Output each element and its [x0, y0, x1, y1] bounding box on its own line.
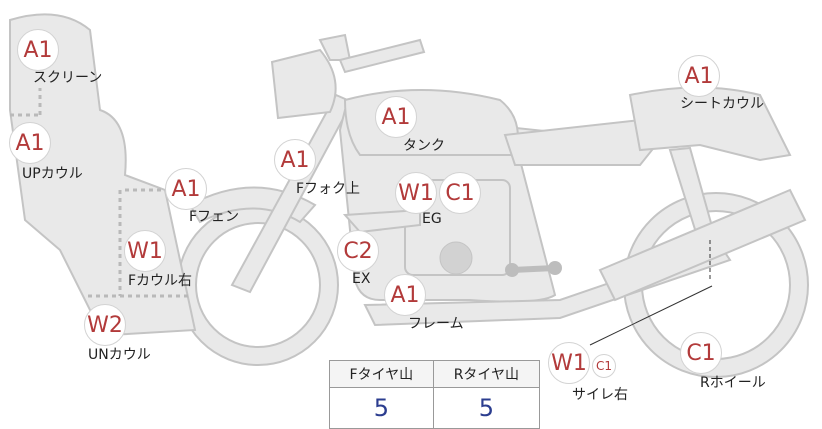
tire-tread-table: Fタイヤ山 Rタイヤ山 5 5 [329, 360, 541, 429]
seat-cowl-grade-badge: A1 [678, 55, 720, 97]
seat-shape [503, 118, 662, 166]
silencer-c-grade-badge: C1 [592, 354, 616, 378]
upper-cowl-label: UPカウル [22, 166, 83, 182]
engine-label: EG [422, 211, 442, 227]
exhaust-label: EX [352, 271, 371, 287]
seat-cowl-label: シートカウル [680, 96, 764, 112]
exhaust-shape [342, 208, 421, 234]
rear-wheel-grade-badge: C1 [680, 332, 722, 374]
rear-tread-header: Rタイヤ山 [432, 360, 541, 388]
tread-value-row: 5 5 [329, 387, 541, 429]
under-cowl-label: UNカウル [88, 347, 151, 363]
silencer-label: サイレ右 [572, 387, 628, 403]
frame-label: フレーム [408, 316, 464, 332]
front-fender-grade-badge: A1 [165, 168, 207, 210]
front-tread-value: 5 [329, 387, 434, 429]
seat-cowl-shape [628, 86, 792, 162]
tank-label: タンク [403, 138, 445, 154]
screen-label: スクリーン [33, 70, 103, 86]
exhaust-grade-badge: C2 [337, 230, 379, 272]
swingarm-shape [363, 243, 732, 327]
front-tread-header: Fタイヤ山 [329, 360, 434, 388]
rear-wheel-label: Rホイール [700, 375, 766, 391]
fork-upper-label: Fフォク上 [296, 181, 361, 197]
tread-header-row: Fタイヤ山 Rタイヤ山 [329, 360, 541, 388]
upper-cowl-grade-badge: A1 [9, 122, 51, 164]
engine-c-grade-badge: C1 [439, 172, 481, 214]
silencer-w-grade-badge: W1 [548, 342, 590, 384]
silencer-shape [598, 188, 807, 302]
engine-w-grade-badge: W1 [395, 172, 437, 214]
front-fender-label: Fフェン [189, 209, 240, 225]
headlight-shape [270, 48, 337, 120]
under-cowl-grade-badge: W2 [84, 304, 126, 346]
tank-grade-badge: A1 [375, 96, 417, 138]
frame-grade-badge: A1 [384, 274, 426, 316]
cowl-right-label: Fカウル右 [128, 273, 193, 289]
cowl-right-grade-badge: W1 [124, 230, 166, 272]
fork-upper-grade-badge: A1 [274, 139, 316, 181]
screen-grade-badge: A1 [17, 29, 59, 71]
rear-tread-value: 5 [432, 387, 541, 429]
